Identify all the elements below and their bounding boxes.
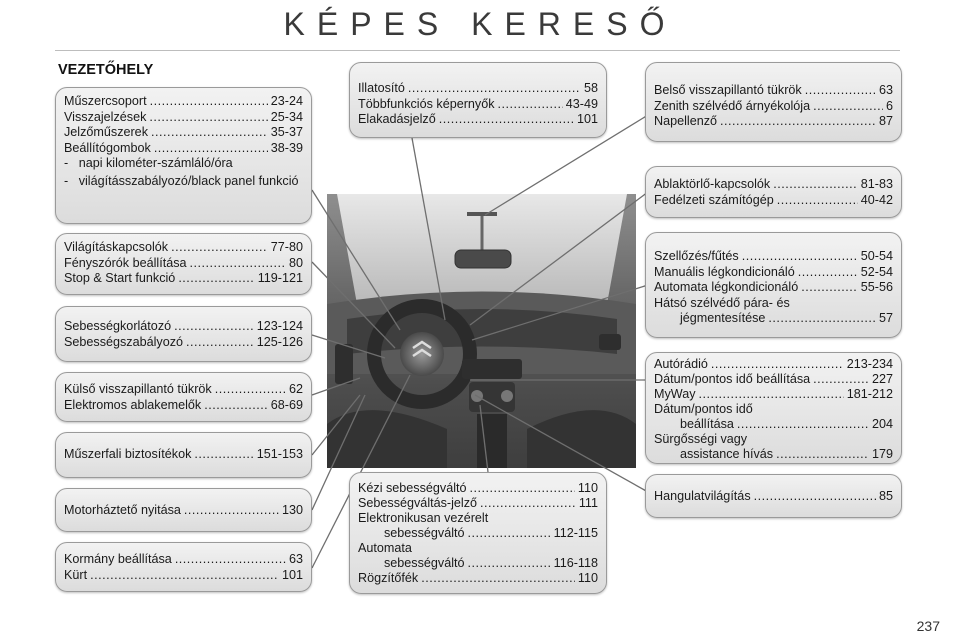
entry[interactable]: Kürt101 [64, 568, 303, 584]
entry[interactable]: Elektronikusan vezérelt [358, 511, 489, 525]
entry[interactable]: Napellenző87 [654, 114, 893, 130]
box-perfume: Illatosító58 Többfunkciós képernyők43-49… [349, 62, 607, 138]
box-mirrors: Külső visszapillantó tükrök62 Elektromos… [55, 372, 312, 422]
box-fuses: Műszerfali biztosítékok151-153 [55, 432, 312, 478]
entry[interactable]: Beállítógombok38-39 [64, 141, 303, 157]
entry[interactable]: Sebességváltás-jelző111 [358, 496, 598, 511]
box-wipers: Ablaktörlő-kapcsolók81-83 Fedélzeti szám… [645, 166, 902, 218]
entry[interactable]: Ablaktörlő-kapcsolók81-83 [654, 177, 893, 193]
entry[interactable]: Kormány beállítása63 [64, 552, 303, 568]
box-speed: Sebességkorlátozó123-124 Sebességszabály… [55, 306, 312, 362]
entry[interactable]: Stop & Start funkció119-121 [64, 271, 303, 287]
entry[interactable]: Fedélzeti számítógép40-42 [654, 193, 893, 209]
entry[interactable]: Dátum/pontos idő [654, 402, 753, 416]
entry[interactable]: Műszercsoport23-24 [64, 94, 303, 110]
entry[interactable]: sebességváltó116-118 [358, 556, 598, 571]
entry[interactable]: Visszajelzések25-34 [64, 110, 303, 126]
entry[interactable]: Elakadásjelző101 [358, 112, 598, 128]
dashboard-illustration [327, 194, 636, 468]
page-title: KÉPES KERESŐ [283, 6, 677, 42]
entry[interactable]: Többfunkciós képernyők43-49 [358, 97, 598, 113]
bullet-item: - világításszabályozó/black panel funkci… [64, 173, 299, 188]
box-audio: Autórádió213-234 Dátum/pontos idő beállí… [645, 352, 902, 464]
entry[interactable]: Autórádió213-234 [654, 357, 893, 372]
entry[interactable]: Motorháztető nyitása130 [64, 503, 303, 519]
entry[interactable]: MyWay181-212 [654, 387, 893, 402]
box-hvac: Szellőzés/fűtés50-54 Manuális légkondici… [645, 232, 902, 338]
entry[interactable]: Illatosító58 [358, 81, 598, 97]
entry[interactable]: Világításkapcsolók77-80 [64, 240, 303, 256]
entry[interactable]: jégmentesítése57 [654, 311, 893, 327]
car-interior-image [327, 194, 636, 468]
entry[interactable]: Sürgősségi vagy [654, 432, 748, 446]
entry[interactable]: Fényszórók beállítása80 [64, 256, 303, 272]
title-rule [55, 50, 900, 51]
box-lights: Világításkapcsolók77-80 Fényszórók beáll… [55, 233, 312, 295]
entry[interactable]: Hangulatvilágítás85 [654, 489, 893, 505]
box-wheel: Kormány beállítása63 Kürt101 [55, 542, 312, 592]
entry[interactable]: Szellőzés/fűtés50-54 [654, 249, 893, 265]
box-gear: Kézi sebességváltó110 Sebességváltás-jel… [349, 472, 607, 594]
entry[interactable]: assistance hívás179 [654, 447, 893, 462]
entry[interactable]: Külső visszapillantó tükrök62 [64, 382, 303, 398]
entry[interactable]: Jelzőműszerek35-37 [64, 125, 303, 141]
entry[interactable]: Zenith szélvédő árnyékolója6 [654, 99, 893, 115]
section-heading: VEZETŐHELY [58, 62, 154, 78]
entry[interactable]: beállítása204 [654, 417, 893, 432]
entry[interactable]: Automata [358, 541, 412, 555]
entry[interactable]: Hátsó szélvédő pára- és [654, 295, 790, 310]
box-bonnet: Motorháztető nyitása130 [55, 488, 312, 532]
entry[interactable]: Manuális légkondicionáló52-54 [654, 265, 893, 281]
entry[interactable]: Sebességkorlátozó123-124 [64, 319, 303, 335]
page-number: 237 [916, 618, 940, 634]
entry[interactable]: Sebességszabályozó125-126 [64, 335, 303, 351]
entry[interactable]: Műszerfali biztosítékok151-153 [64, 447, 303, 463]
box-instruments: Műszercsoport23-24 Visszajelzések25-34 J… [55, 87, 312, 224]
entry[interactable]: Belső visszapillantó tükrök63 [654, 83, 893, 99]
box-interior: Belső visszapillantó tükrök63 Zenith szé… [645, 62, 902, 142]
entry[interactable]: sebességváltó112-115 [358, 526, 598, 541]
entry[interactable]: Automata légkondicionáló55-56 [654, 280, 893, 296]
entry[interactable]: Elektromos ablakemelők68-69 [64, 398, 303, 414]
bullet-item: - napi kilométer-számláló/óra [64, 156, 233, 171]
entry[interactable]: Rögzítőfék110 [358, 571, 598, 586]
entry[interactable]: Kézi sebességváltó110 [358, 481, 598, 496]
entry[interactable]: Dátum/pontos idő beállítása227 [654, 372, 893, 387]
box-ambient: Hangulatvilágítás85 [645, 474, 902, 518]
